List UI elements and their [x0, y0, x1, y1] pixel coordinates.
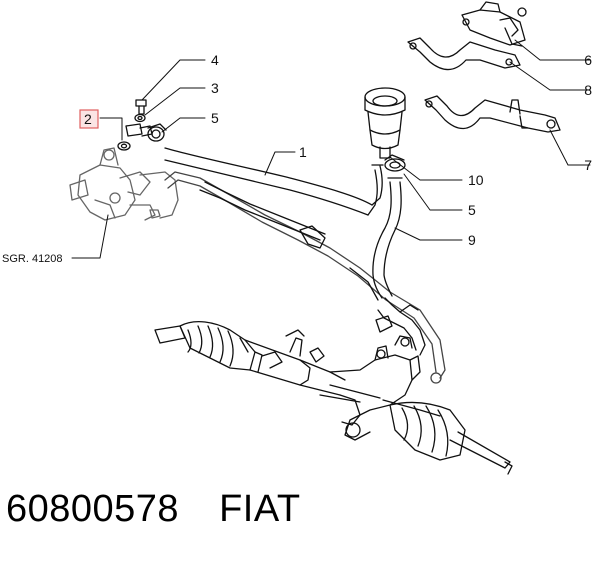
- callout-10: 10: [468, 172, 484, 188]
- leader-lines: [71, 39, 591, 259]
- callout-highlight-box: [79, 109, 99, 129]
- bracket-8: [407, 37, 521, 71]
- callout-5-upper: 5: [211, 110, 219, 126]
- pressure-pipe: [164, 171, 446, 384]
- hose-9: [372, 177, 403, 299]
- banjo-bolt: [135, 99, 147, 115]
- banjo-fitting: [117, 123, 153, 151]
- callout-9: 9: [468, 232, 476, 248]
- reference-label: SGR. 41208: [2, 253, 63, 265]
- steering-rack-illustration: [154, 320, 513, 475]
- callout-1: 1: [299, 144, 307, 160]
- hose-clamp-lower: [384, 154, 406, 172]
- callout-8: 8: [584, 82, 592, 98]
- callout-2[interactable]: 2: [84, 111, 92, 127]
- reservoir-illustration: [364, 87, 406, 159]
- brand-name: FIAT: [219, 488, 301, 530]
- sealing-washer: [134, 113, 146, 123]
- hose-1: [164, 147, 384, 249]
- footer: 60800578 FIAT: [6, 488, 301, 531]
- callout-7: 7: [584, 157, 592, 173]
- pump-illustration: [69, 147, 179, 221]
- callout-4: 4: [211, 52, 219, 68]
- return-pipe: [349, 267, 426, 356]
- bracket-7: [424, 95, 561, 133]
- callout-5-lower: 5: [468, 202, 476, 218]
- callout-6: 6: [584, 52, 592, 68]
- callout-3: 3: [211, 80, 219, 96]
- bracket-6: [461, 1, 527, 47]
- part-number: 60800578: [6, 488, 180, 530]
